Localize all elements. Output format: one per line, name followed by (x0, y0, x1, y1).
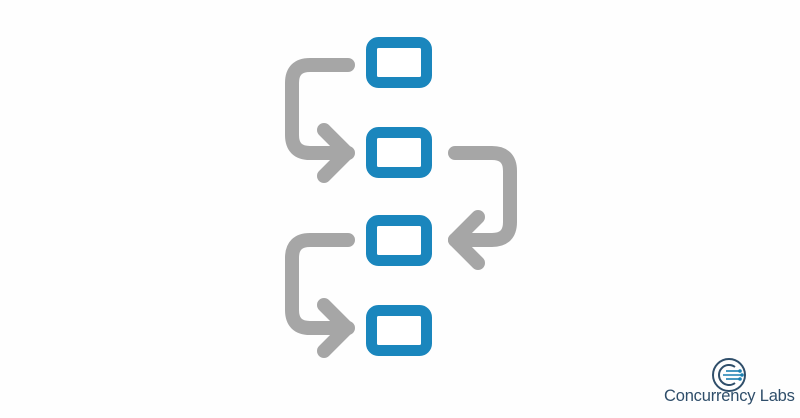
arrowhead-right-icon (317, 298, 354, 358)
node-2 (366, 127, 432, 178)
connector-node-2-to-node-3 (448, 146, 517, 270)
brand-name: Concurrency Labs (664, 387, 795, 406)
node-4 (366, 305, 432, 356)
concurrency-labs-logo-icon (712, 358, 746, 392)
connector-node-3-to-node-4 (285, 233, 355, 358)
node-3 (366, 215, 432, 266)
arrowhead-left-icon (448, 210, 485, 270)
brand-name-primary: Concurrency (664, 387, 756, 405)
node-1 (366, 37, 432, 88)
brand-logo-block: Concurrency Labs (664, 352, 795, 412)
connector-node-1-to-node-2 (285, 58, 355, 183)
arrowhead-right-icon (317, 123, 354, 183)
brand-name-suffix: Labs (759, 387, 795, 405)
